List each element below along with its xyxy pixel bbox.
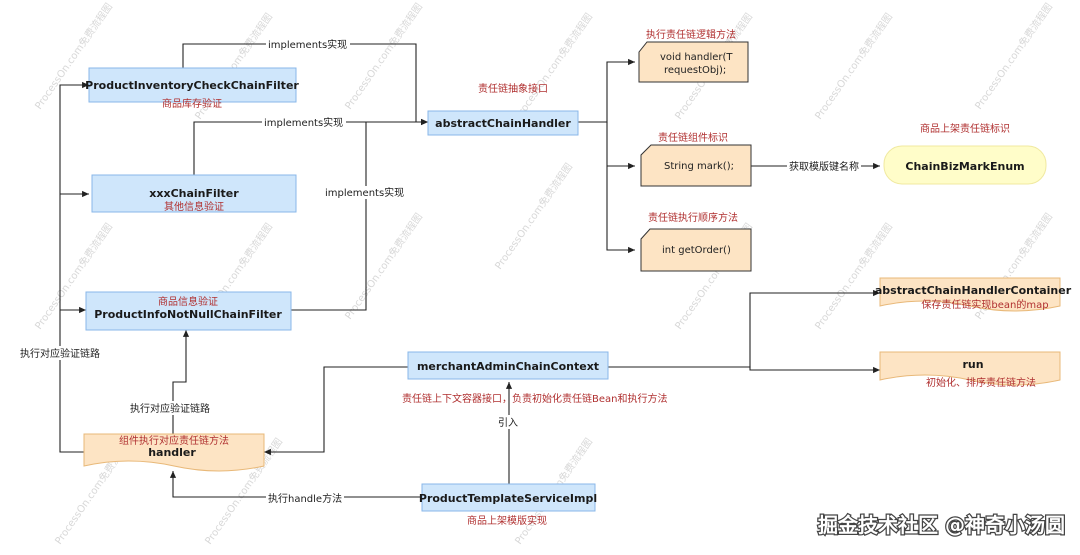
edge-abstract-to-notes [578, 58, 635, 123]
node-run[interactable]: run 初始化、排序责任链方法 [879, 351, 1061, 389]
note-caption: 责任链执行顺序方法 [648, 211, 738, 224]
edge-implements-2 [193, 118, 428, 175]
edge-context-to-handler [264, 366, 408, 456]
node-title: xxxChainFilter [149, 187, 239, 200]
edge-handler-to-info [172, 330, 190, 434]
watermark: ProcessOn.com免费流程图 [492, 160, 575, 271]
watermark: ProcessOn.com免费流程图 [342, 210, 425, 321]
brand-text: 掘金技术社区 @神奇小汤圆 [818, 513, 1065, 537]
watermark: ProcessOn.com免费流程图 [972, 0, 1055, 111]
node-title: ProductTemplateServiceImpl [419, 492, 597, 505]
edge-context-to-run [608, 366, 880, 374]
edge-to-order [606, 166, 635, 254]
node-title: abstractChainHandler [435, 117, 571, 130]
edge-label-template-to-context: 引入 [498, 417, 518, 429]
note-caption: 执行责任链逻辑方法 [646, 28, 736, 41]
edge-label-template-to-handler: 执行handle方法 [268, 492, 342, 505]
note-text: int getOrder() [662, 245, 731, 256]
node-subtitle: 组件执行对应责任链方法 [119, 434, 229, 447]
watermark: ProcessOn.com免费流程图 [342, 0, 425, 111]
node-title: run [962, 358, 983, 371]
note-handler-method[interactable]: 执行责任链逻辑方法 void handler(T requestObj); [638, 28, 749, 83]
note-mark[interactable]: 责任链组件标识 String mark(); [640, 131, 752, 187]
watermark: ProcessOn.com免费流程图 [812, 220, 895, 331]
node-caption: 商品上架模版实现 [467, 514, 547, 527]
node-handler-container[interactable]: abstractChainHandlerContainer 保存责任链实现bea… [875, 277, 1072, 312]
node-subtitle: 保存责任链实现bean的map [921, 298, 1048, 311]
node-subtitle: 初始化、排序责任链方法 [926, 376, 1036, 389]
node-subtitle: 其他信息验证 [164, 200, 224, 213]
node-product-info[interactable]: 商品信息验证 ProductInfoNotNullChainFilter [85, 291, 292, 331]
node-title: merchantAdminChainContext [417, 360, 599, 373]
edge-label-mark-to-enum: 获取模版键名称 [789, 160, 859, 173]
edge-left-loop [59, 81, 89, 453]
note-caption: 责任链组件标识 [658, 131, 728, 144]
node-title: abstractChainHandlerContainer [875, 284, 1072, 297]
node-chain-biz-mark-enum[interactable]: 商品上架责任链标识 ChainBizMarkEnum [883, 122, 1047, 185]
node-title: ProductInventoryCheckChainFilter [85, 79, 299, 92]
node-product-template-service[interactable]: ProductTemplateServiceImpl 商品上架模版实现 [419, 483, 597, 527]
note-text: String mark(); [664, 161, 734, 172]
node-product-inventory[interactable]: ProductInventoryCheckChainFilter 商品库存验证 [85, 67, 299, 110]
edge-implements-3 [291, 122, 367, 311]
node-subtitle: 商品信息验证 [158, 295, 218, 308]
node-subtitle: 商品库存验证 [162, 97, 222, 110]
node-handler[interactable]: 组件执行对应责任链方法 handler [83, 433, 265, 472]
edge-label-implements-3: implements实现 [325, 186, 404, 199]
node-merchant-admin-chain-context[interactable]: merchantAdminChainContext 责任链上下文容器接口，负责初… [402, 351, 667, 405]
edge-label-left-loop: 执行对应验证链路 [20, 347, 100, 360]
note-line-2: requestObj); [664, 65, 726, 76]
note-line-1: void handler(T [660, 52, 733, 63]
node-xxx-chain-filter[interactable]: xxxChainFilter 其他信息验证 [91, 174, 297, 213]
edge-label-handler-to-info: 执行对应验证链路 [130, 402, 210, 415]
node-abstract-chain-handler[interactable]: 责任链抽象接口 abstractChainHandler [427, 82, 579, 136]
node-caption: 商品上架责任链标识 [920, 122, 1010, 135]
footer-brand: 掘金技术社区 @神奇小汤圆 [817, 512, 1066, 539]
edge-labels: implements实现 implements实现 implements实现 获… [18, 38, 861, 505]
node-title: ChainBizMarkEnum [905, 160, 1024, 173]
node-caption: 责任链上下文容器接口，负责初始化责任链Bean和执行方法 [402, 392, 667, 405]
node-title: handler [148, 446, 196, 459]
note-order[interactable]: 责任链执行顺序方法 int getOrder() [640, 211, 752, 272]
node-title: ProductInfoNotNullChainFilter [94, 308, 282, 321]
watermark: ProcessOn.com免费流程图 [812, 10, 895, 121]
edge-label-implements-2: implements实现 [264, 116, 343, 129]
node-caption: 责任链抽象接口 [478, 82, 548, 95]
watermark: ProcessOn.com免费流程图 [512, 10, 595, 121]
edge-label-implements-1: implements实现 [268, 38, 347, 51]
